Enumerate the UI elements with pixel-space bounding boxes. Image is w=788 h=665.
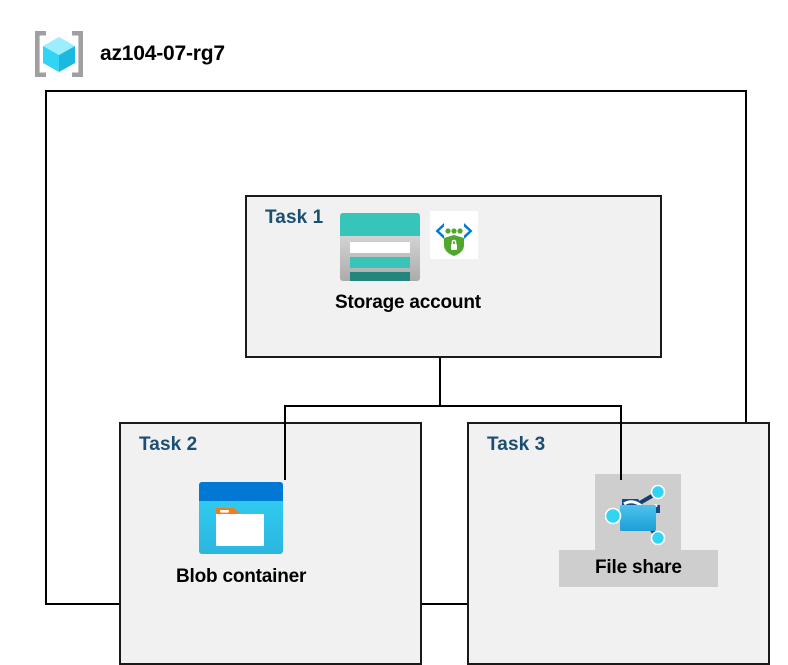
task1-label: Task 1 xyxy=(265,207,324,228)
resource-group-icon xyxy=(32,28,86,80)
connector-to-task3 xyxy=(620,405,622,480)
storage-account-caption: Storage account xyxy=(335,292,481,313)
connector-task1-trunk xyxy=(439,358,441,407)
blob-container-icon xyxy=(196,479,286,557)
panel-task2[interactable]: Task 2 xyxy=(119,422,422,665)
node-storage-account[interactable]: Storage account xyxy=(335,211,481,314)
storage-account-icon xyxy=(338,211,422,283)
blob-container-caption: Blob container xyxy=(176,566,307,587)
connector-horizontal-bus xyxy=(284,405,622,407)
connector-to-task2 xyxy=(284,405,286,480)
resource-group-container: Task 1 xyxy=(45,90,770,665)
file-share-icon xyxy=(595,474,682,554)
node-blob-container[interactable]: Blob container xyxy=(176,479,306,588)
panel-task1[interactable]: Task 1 xyxy=(245,195,662,358)
resource-group-header: az104-07-rg7 xyxy=(32,28,225,80)
task2-label: Task 2 xyxy=(139,434,198,455)
panel-task3[interactable]: Task 3 xyxy=(467,422,770,665)
node-file-share[interactable]: File share xyxy=(559,474,718,587)
encryption-icon xyxy=(429,211,478,259)
file-share-caption: File share xyxy=(559,550,718,587)
task3-label: Task 3 xyxy=(487,434,546,455)
storage-account-icon-row xyxy=(338,211,478,283)
page-title: az104-07-rg7 xyxy=(100,42,225,65)
